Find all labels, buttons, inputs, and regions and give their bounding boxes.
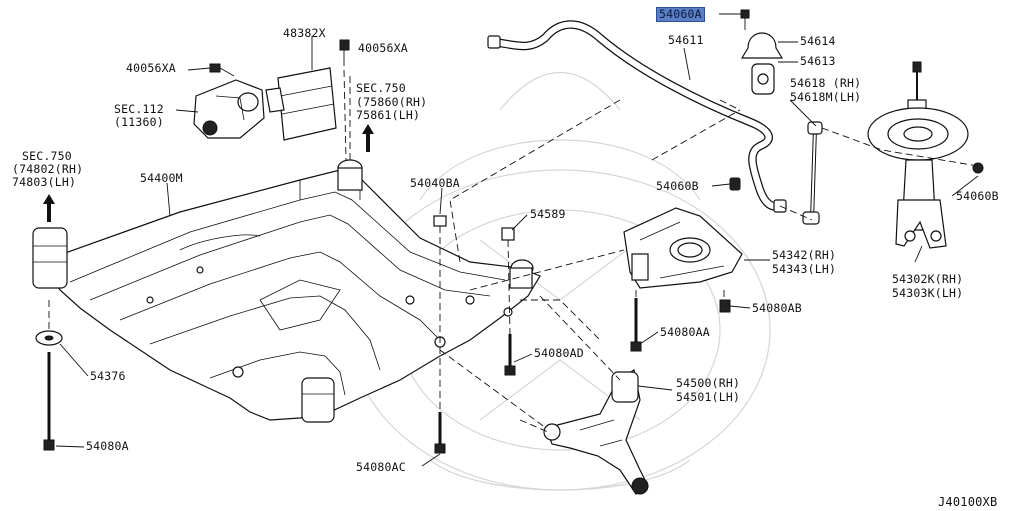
label-54618m-lh: 54618M(LH) (790, 90, 862, 104)
label-54080AA: 54080AA (660, 325, 710, 339)
label-54613: 54613 (800, 54, 836, 68)
strut-assembly (867, 61, 984, 249)
label-sec112: SEC.112 (114, 102, 164, 116)
label-54080A: 54080A (86, 439, 129, 453)
label-54343-lh: 54343(LH) (772, 262, 837, 276)
label-54303K-lh: 54303K(LH) (892, 286, 964, 300)
label-sec750-top-lh: 75861(LH) (356, 108, 421, 122)
label-54618-rh: 54618 (RH) (790, 76, 862, 90)
stabilizer-link (802, 121, 823, 225)
label-sec750-top-rh: (75860(RH) (356, 95, 428, 109)
bracket-48382X (265, 67, 337, 141)
label-54614: 54614 (800, 34, 836, 48)
label-54302K-rh: 54302K(RH) (892, 272, 964, 286)
label-sec750-left-lh: 74803(LH) (12, 175, 77, 189)
subframe (32, 159, 541, 423)
mount-sec112 (193, 79, 265, 139)
label-54080AB: 54080AB (752, 301, 802, 315)
diagram-code: J40100XB (938, 495, 998, 509)
label-sec112-sub: (11360) (114, 115, 164, 129)
label-54376: 54376 (90, 369, 126, 383)
stabilizer-bar (487, 20, 787, 213)
leader-lines (55, 13, 979, 467)
label-sec750-top: SEC.750 (356, 81, 406, 95)
label-54080AD: 54080AD (534, 346, 584, 360)
label-40056XA-top: 40056XA (358, 41, 408, 55)
label-sec750-left-rh: (74802(RH) (12, 162, 84, 176)
label-sec750-left: SEC.750 (22, 149, 72, 163)
label-54060A[interactable]: 54060A (656, 7, 705, 22)
label-54611: 54611 (668, 33, 704, 47)
label-48382X: 48382X (283, 26, 326, 40)
label-54589: 54589 (530, 207, 566, 221)
label-54400M: 54400M (140, 171, 183, 185)
label-54500-rh: 54500(RH) (676, 376, 741, 390)
arrows (43, 124, 374, 222)
label-54342-rh: 54342(RH) (772, 248, 837, 262)
link-54342 (623, 207, 743, 289)
label-54080AC: 54080AC (356, 460, 406, 474)
dashed-guides (48, 69, 979, 433)
bolts-40056XA (209, 39, 350, 77)
label-54040BA: 54040BA (410, 176, 460, 190)
label-40056XA-left: 40056XA (126, 61, 176, 75)
label-54060B-left: 54060B (656, 179, 699, 193)
label-54060B-right: 54060B (956, 189, 999, 203)
clamp-assembly (729, 9, 784, 191)
label-54501-lh: 54501(LH) (676, 390, 741, 404)
lower-arm (543, 369, 649, 495)
